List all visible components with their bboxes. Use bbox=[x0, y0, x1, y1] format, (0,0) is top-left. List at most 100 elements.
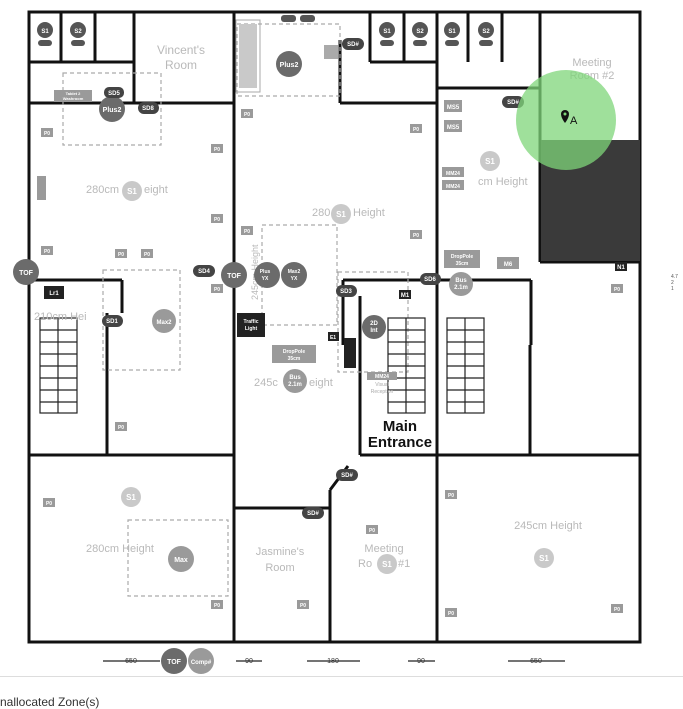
p0-chip-label: P0 bbox=[118, 252, 124, 258]
p0-chip-label: P0 bbox=[214, 287, 220, 293]
svg-text:DropPole: DropPole bbox=[451, 254, 473, 260]
height-280-left-suffix: eight bbox=[144, 184, 168, 196]
p0-chip[interactable] bbox=[141, 249, 153, 258]
svg-text:90: 90 bbox=[245, 658, 253, 665]
svg-text:MS5: MS5 bbox=[447, 125, 460, 131]
height-245-mid-suffix: eight bbox=[309, 377, 333, 389]
svg-text:S1: S1 bbox=[448, 29, 456, 35]
svg-text:S1: S1 bbox=[383, 29, 391, 35]
room-vincent-line2: Room bbox=[165, 58, 197, 72]
p0-chip-label: P0 bbox=[369, 528, 375, 534]
p0-chip[interactable] bbox=[41, 246, 53, 255]
p0-chip[interactable] bbox=[241, 226, 253, 235]
svg-text:Max2: Max2 bbox=[156, 320, 172, 326]
p0-chip[interactable] bbox=[211, 214, 223, 223]
height-280-left: 280cm bbox=[86, 184, 119, 196]
room-vincent-line1: Vincent's bbox=[157, 43, 205, 57]
svg-text:SD4: SD4 bbox=[198, 269, 210, 275]
p0-chip[interactable] bbox=[611, 284, 623, 293]
height-280-mid: 280 bbox=[312, 207, 330, 219]
room-jasmine-line1: Jasmine's bbox=[256, 546, 305, 558]
svg-text:Bus: Bus bbox=[455, 278, 467, 284]
footer-bar: nallocated Zone(s) bbox=[0, 676, 683, 709]
room-meeting1-num: #1 bbox=[398, 558, 410, 570]
svg-text:Tablet 2: Tablet 2 bbox=[66, 91, 82, 96]
p0-chip[interactable] bbox=[41, 128, 53, 137]
svg-text:2D: 2D bbox=[370, 321, 378, 327]
svg-text:SD8: SD8 bbox=[142, 106, 154, 112]
p0-chip[interactable] bbox=[611, 604, 623, 613]
stairs-middle bbox=[387, 317, 426, 414]
svg-text:TOF: TOF bbox=[167, 659, 182, 666]
p0-chip[interactable] bbox=[43, 498, 55, 507]
p0-chip-label: P0 bbox=[44, 249, 50, 255]
p0-chip-label: P0 bbox=[214, 217, 220, 223]
height-245-right-top: cm Height bbox=[478, 176, 528, 188]
room-jasmine-line2: Room bbox=[265, 562, 294, 574]
svg-text:Lr1: Lr1 bbox=[49, 291, 59, 297]
p0-chip[interactable] bbox=[410, 230, 422, 239]
svg-text:S1: S1 bbox=[126, 493, 136, 502]
p0-chip-label: P0 bbox=[144, 252, 150, 258]
footer-text: nallocated Zone(s) bbox=[0, 695, 100, 709]
p0-chip-label: P0 bbox=[214, 603, 220, 609]
map-pin-icon bbox=[561, 110, 569, 123]
svg-text:S1: S1 bbox=[382, 560, 392, 569]
stairs-right bbox=[446, 317, 485, 414]
p0-chip[interactable] bbox=[211, 600, 223, 609]
svg-text:Visual: Visual bbox=[375, 382, 389, 388]
height-245-mid: 245c bbox=[254, 377, 278, 389]
svg-text:MM24: MM24 bbox=[446, 171, 460, 177]
height-280-mid-suffix: Height bbox=[353, 207, 385, 219]
p0-chip-label: P0 bbox=[214, 147, 220, 153]
svg-text:SD#: SD# bbox=[347, 42, 359, 48]
stairs-left bbox=[39, 317, 78, 414]
svg-text:Reception: Reception bbox=[371, 389, 394, 395]
p0-chip[interactable] bbox=[297, 600, 309, 609]
p0-chip-label: P0 bbox=[44, 131, 50, 137]
p0-chip-label: P0 bbox=[413, 127, 419, 133]
svg-text:180: 180 bbox=[327, 658, 339, 665]
p0-chip[interactable] bbox=[115, 422, 127, 431]
p0-chip[interactable] bbox=[211, 144, 223, 153]
svg-text:E1: E1 bbox=[330, 335, 336, 341]
svg-text:2.1m: 2.1m bbox=[288, 382, 302, 388]
svg-text:Plus: Plus bbox=[260, 269, 271, 275]
p0-chip[interactable] bbox=[211, 284, 223, 293]
p0-chip[interactable] bbox=[241, 109, 253, 118]
svg-text:S1: S1 bbox=[485, 157, 495, 166]
svg-text:Plus2: Plus2 bbox=[103, 107, 122, 114]
svg-text:N1: N1 bbox=[617, 265, 625, 271]
svg-text:SD6: SD6 bbox=[424, 277, 436, 283]
svg-text:S1: S1 bbox=[336, 210, 346, 219]
room-labels: Vincent's Room Meeting Room #2 280cm eig… bbox=[34, 43, 614, 574]
height-280-bottom: 280cm Height bbox=[86, 543, 154, 555]
svg-text:Bus: Bus bbox=[289, 375, 301, 381]
room-meeting1-line1: Meeting bbox=[364, 543, 403, 555]
floor-plan[interactable]: Vincent's Room Meeting Room #2 280cm eig… bbox=[0, 0, 683, 676]
room-meeting2-line1: Meeting bbox=[572, 57, 611, 69]
p0-chip-label: P0 bbox=[244, 229, 250, 235]
svg-text:Max2: Max2 bbox=[288, 269, 301, 275]
svg-text:2.1m: 2.1m bbox=[454, 285, 468, 291]
p0-chip[interactable] bbox=[445, 490, 457, 499]
p0-chip[interactable] bbox=[410, 124, 422, 133]
svg-text:Plus2: Plus2 bbox=[280, 62, 299, 69]
room-meeting1-ro: Ro bbox=[358, 558, 372, 570]
svg-text:MS5: MS5 bbox=[447, 105, 460, 111]
sd-badges[interactable]: SD5 SD8 SD# SD# SD6 SD4 SD3 SD1 SD# SD# bbox=[102, 38, 524, 519]
svg-text:M1: M1 bbox=[401, 293, 410, 299]
p0-chip[interactable] bbox=[115, 249, 127, 258]
allocated-zone-a[interactable]: A bbox=[516, 70, 616, 170]
main-entrance-line2: Entrance bbox=[368, 434, 432, 451]
main-entrance-line1: Main bbox=[383, 418, 417, 435]
p0-chip[interactable] bbox=[445, 608, 457, 617]
svg-text:S2: S2 bbox=[74, 29, 82, 35]
p0-chip[interactable] bbox=[366, 525, 378, 534]
svg-text:YX: YX bbox=[262, 276, 269, 282]
toilet-badges[interactable]: S1 S2 S1 S2 S1 S2 bbox=[37, 15, 494, 46]
